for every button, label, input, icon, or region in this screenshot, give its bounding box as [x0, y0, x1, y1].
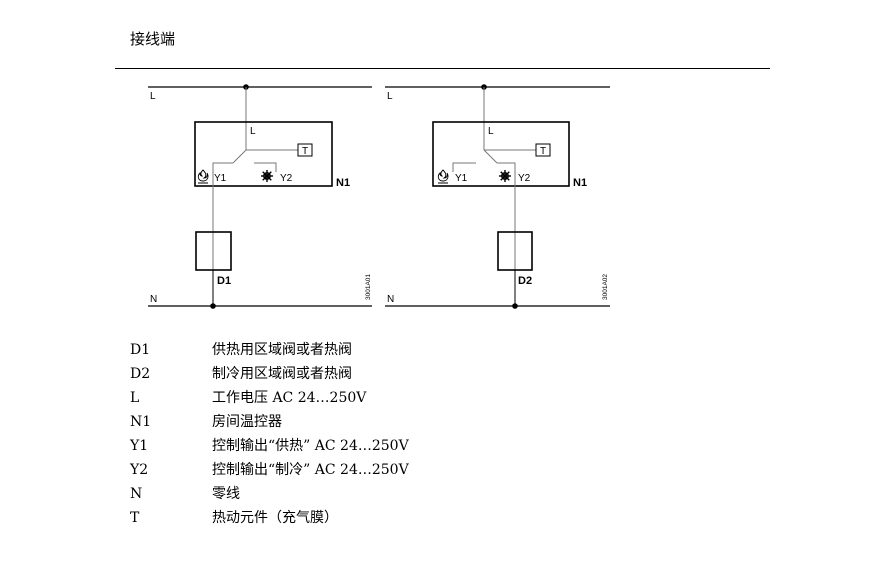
wiring-diagram-cooling: L N L T Y1 Y2 N1 D2 3001A02	[385, 84, 610, 309]
legend-description: 零线	[212, 486, 240, 502]
legend-item: D2 制冷用区域阀或者热阀	[130, 362, 409, 386]
switch-contact	[483, 149, 498, 164]
neutral-label: N	[150, 294, 157, 305]
thermostat-box	[194, 121, 333, 187]
legend-description: 控制输出“供热” AC 24…250V	[212, 438, 409, 454]
valve-d1-label: D1	[217, 275, 231, 287]
sensor-t-box	[535, 143, 551, 157]
snowflake-icon	[499, 170, 511, 182]
valve-d2-label: D2	[518, 275, 532, 287]
legend-description: 制冷用区域阀或者热阀	[212, 366, 352, 382]
legend-code: Y1	[130, 438, 149, 454]
line-l-label: L	[387, 91, 393, 102]
legend-item: Y2 控制输出“制冷” AC 24…250V	[130, 458, 409, 482]
y1-output-wire	[212, 162, 233, 270]
y1-contact-wire	[452, 162, 476, 172]
y2-contact-wire	[254, 162, 277, 172]
y2-output-wire	[497, 162, 516, 270]
legend-code: D2	[130, 366, 151, 382]
header-rule	[115, 68, 770, 69]
wiring-diagram-heating: L N L T Y1 Y2 N1 D1 3001A01	[148, 84, 372, 309]
section-title: 接线端	[130, 30, 176, 48]
legend-item: D1 供热用区域阀或者热阀	[130, 338, 409, 362]
y1-label: Y1	[455, 173, 468, 184]
legend-code: D1	[130, 342, 151, 358]
switch-l-label: L	[488, 126, 494, 137]
neutral-label: N	[387, 294, 394, 305]
legend-code: T	[130, 510, 140, 526]
legend-description: 房间温控器	[212, 414, 282, 430]
flame-icon	[197, 169, 209, 184]
figure-code-2: 3001A02	[602, 274, 609, 300]
snowflake-icon	[261, 170, 273, 182]
legend-code: Y2	[130, 462, 149, 478]
legend-code: L	[130, 390, 140, 406]
switch-contact	[232, 149, 247, 164]
legend-item: T 热动元件（充气膜）	[130, 506, 409, 530]
legend-item: L 工作电压 AC 24…250V	[130, 386, 409, 410]
flame-icon	[437, 169, 449, 184]
legend-item: N 零线	[130, 482, 409, 506]
legend-description: 控制输出“制冷” AC 24…250V	[212, 462, 409, 478]
sensor-t-label: T	[540, 146, 546, 157]
legend-list: D1 供热用区域阀或者热阀 D2 制冷用区域阀或者热阀 L 工作电压 AC 24…25…	[130, 338, 409, 530]
wiring-diagrams: L N L T Y1 Y2 N1 D1 3001A01	[148, 84, 610, 309]
figure-code-1: 3001A01	[365, 274, 372, 300]
thermostat-box	[432, 121, 570, 187]
legend-code: N	[130, 486, 143, 502]
sensor-t-box	[297, 143, 313, 157]
legend-description: 热动元件（充气膜）	[212, 510, 338, 526]
y2-label: Y2	[280, 173, 293, 184]
legend-item: Y1 控制输出“供热” AC 24…250V	[130, 434, 409, 458]
device-n1-label: N1	[573, 177, 587, 189]
legend-description: 工作电压 AC 24…250V	[212, 390, 367, 406]
y1-label: Y1	[214, 173, 227, 184]
legend-code: N1	[130, 414, 152, 430]
switch-l-label: L	[250, 126, 256, 137]
sensor-t-label: T	[302, 146, 308, 157]
line-l-label: L	[150, 91, 156, 102]
y2-label: Y2	[518, 173, 531, 184]
device-n1-label: N1	[336, 177, 350, 189]
legend-description: 供热用区域阀或者热阀	[212, 342, 352, 358]
legend-item: N1 房间温控器	[130, 410, 409, 434]
